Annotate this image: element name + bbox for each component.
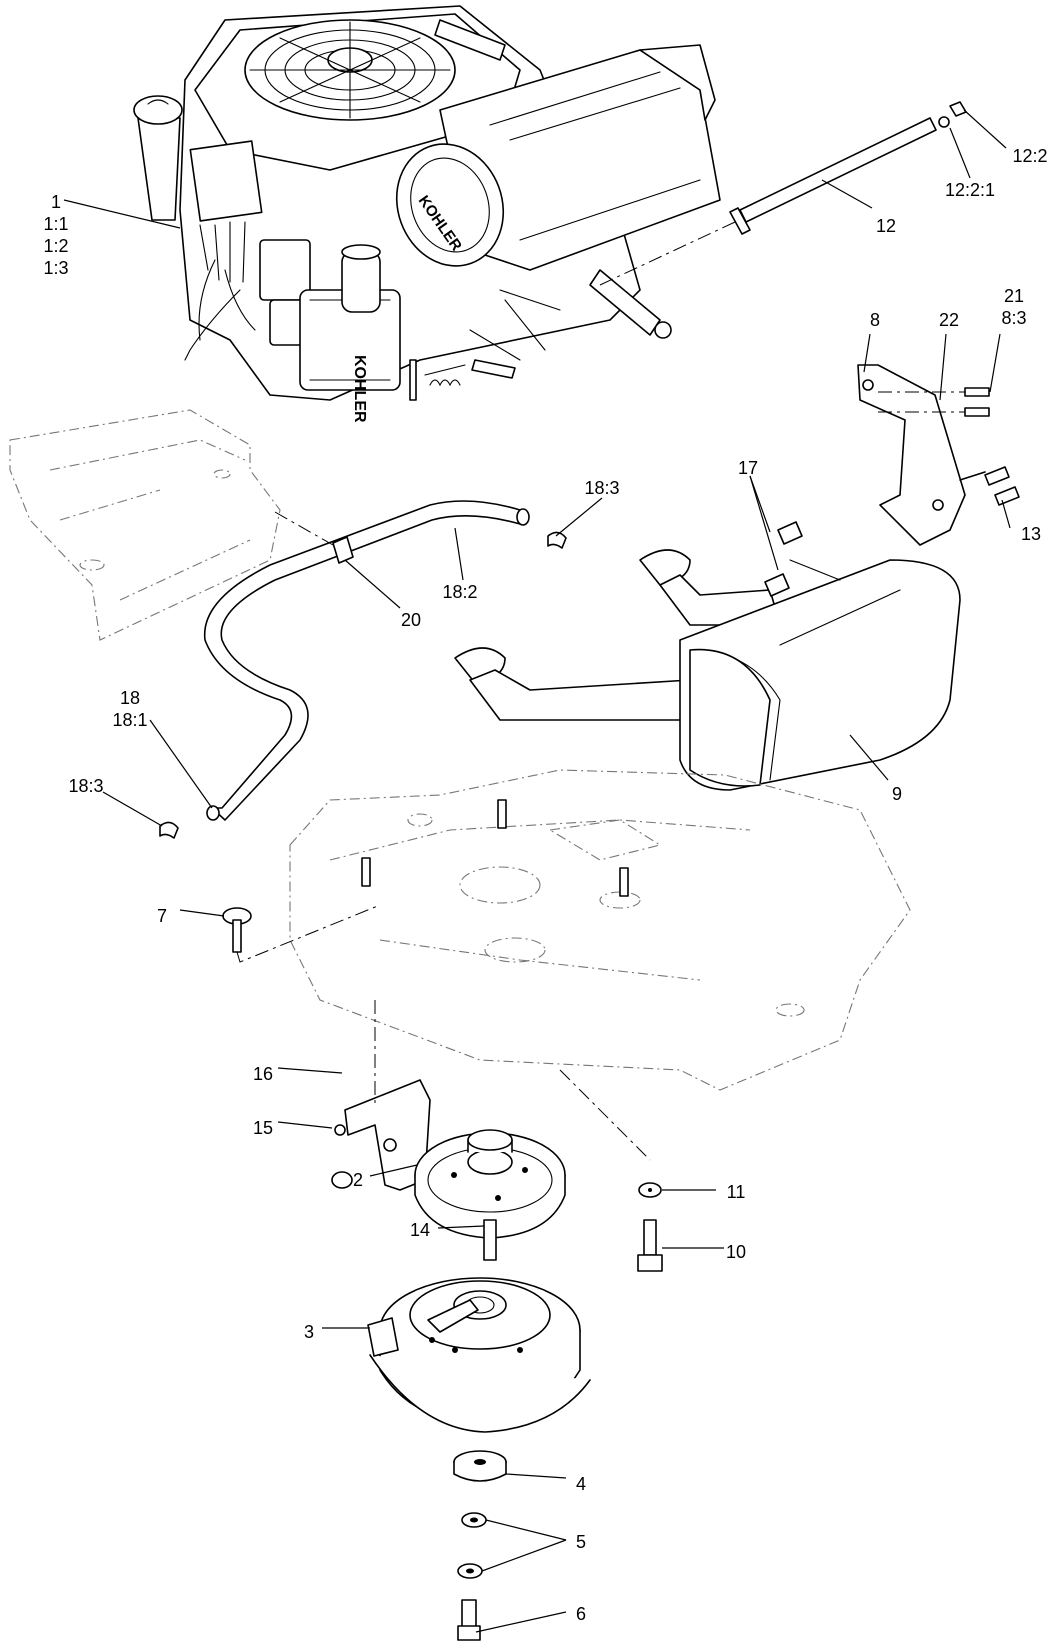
callout-5: 5	[576, 1532, 586, 1552]
callout-line: 8:3	[1001, 308, 1026, 328]
callout-7: 7	[157, 906, 167, 926]
callout-line: 5	[576, 1532, 586, 1552]
fuel-hose	[159, 500, 567, 839]
callout-line: 1:2	[43, 236, 68, 256]
engine-assembly: KOHLER KOHLER	[133, 5, 721, 423]
callout-6: 6	[576, 1604, 586, 1624]
callout-16: 16	[253, 1064, 273, 1084]
callout-3: 3	[304, 1322, 314, 1342]
callout-line: 17	[738, 458, 758, 478]
pulley	[414, 1129, 566, 1239]
callout-line: 18:1	[112, 710, 147, 730]
bolt-and-washer	[559, 1069, 663, 1272]
electric-clutch	[367, 1277, 591, 1433]
callout-10: 10	[726, 1242, 746, 1262]
callout-line: 1:1	[43, 214, 68, 234]
muffler	[454, 521, 961, 791]
callout-line: 20	[401, 610, 421, 630]
callout-20: 20	[401, 610, 421, 630]
clutch-bolt	[457, 1599, 481, 1641]
callout-line: 18	[120, 688, 140, 708]
clutch-bracket	[331, 1000, 431, 1191]
callout-22: 22	[939, 310, 959, 330]
engine-deck-phantom	[289, 769, 911, 1091]
callout-line: 12	[876, 216, 896, 236]
callout-18-3-bottom: 18:3	[68, 776, 103, 796]
callout-line: 9	[892, 784, 902, 804]
callout-4: 4	[576, 1474, 586, 1494]
frame-phantom	[9, 409, 281, 641]
washers	[457, 1512, 487, 1579]
callout-14: 14	[410, 1220, 430, 1240]
fan-grill	[244, 19, 456, 121]
callout-2: 2	[353, 1170, 363, 1190]
callout-line: 22	[939, 310, 959, 330]
key	[483, 1219, 497, 1261]
callout-8: 8	[870, 310, 880, 330]
engine-brand-text: KOHLER	[351, 355, 368, 423]
callout-line: 14	[410, 1220, 430, 1240]
carriage-bolt	[222, 904, 381, 963]
callout-line: 18:3	[584, 478, 619, 498]
callout-line: 8	[870, 310, 880, 330]
callout-line: 16	[253, 1064, 273, 1084]
callout-18-3-top: 18:3	[584, 478, 619, 498]
callout-line: 3	[304, 1322, 314, 1342]
callout-9: 9	[892, 784, 902, 804]
spacer	[453, 1450, 507, 1482]
callout-line: 18:2	[442, 582, 477, 602]
callout-13: 13	[1021, 524, 1041, 544]
callout-line: 12:2	[1012, 146, 1047, 166]
callout-line: 18:3	[68, 776, 103, 796]
callout-line: 15	[253, 1118, 273, 1138]
air-cleaner: KOHLER	[395, 44, 721, 271]
callout-18-2: 18:2	[442, 582, 477, 602]
callout-line: 6	[576, 1604, 586, 1624]
callout-line: 1:3	[43, 258, 68, 278]
callout-17: 17	[738, 458, 758, 478]
muffler-bracket	[857, 364, 1020, 546]
callout-line: 13	[1021, 524, 1041, 544]
callout-12: 12	[876, 216, 896, 236]
callout-15: 15	[253, 1118, 273, 1138]
callout-line: 7	[157, 906, 167, 926]
callout-line: 2	[353, 1170, 363, 1190]
callout-12-2: 12:2	[1012, 146, 1047, 166]
leader-lines	[63, 109, 1011, 1633]
callout-line: 11	[727, 1182, 746, 1202]
dipstick-tube	[599, 101, 967, 286]
callout-line: 1	[51, 192, 61, 212]
callout-line: 21	[1004, 286, 1024, 306]
callout-line: 10	[726, 1242, 746, 1262]
callout-12-2-1: 12:2:1	[945, 180, 995, 200]
callout-line: 4	[576, 1474, 586, 1494]
callout-line: 12:2:1	[945, 180, 995, 200]
callout-11: 11	[727, 1182, 746, 1202]
